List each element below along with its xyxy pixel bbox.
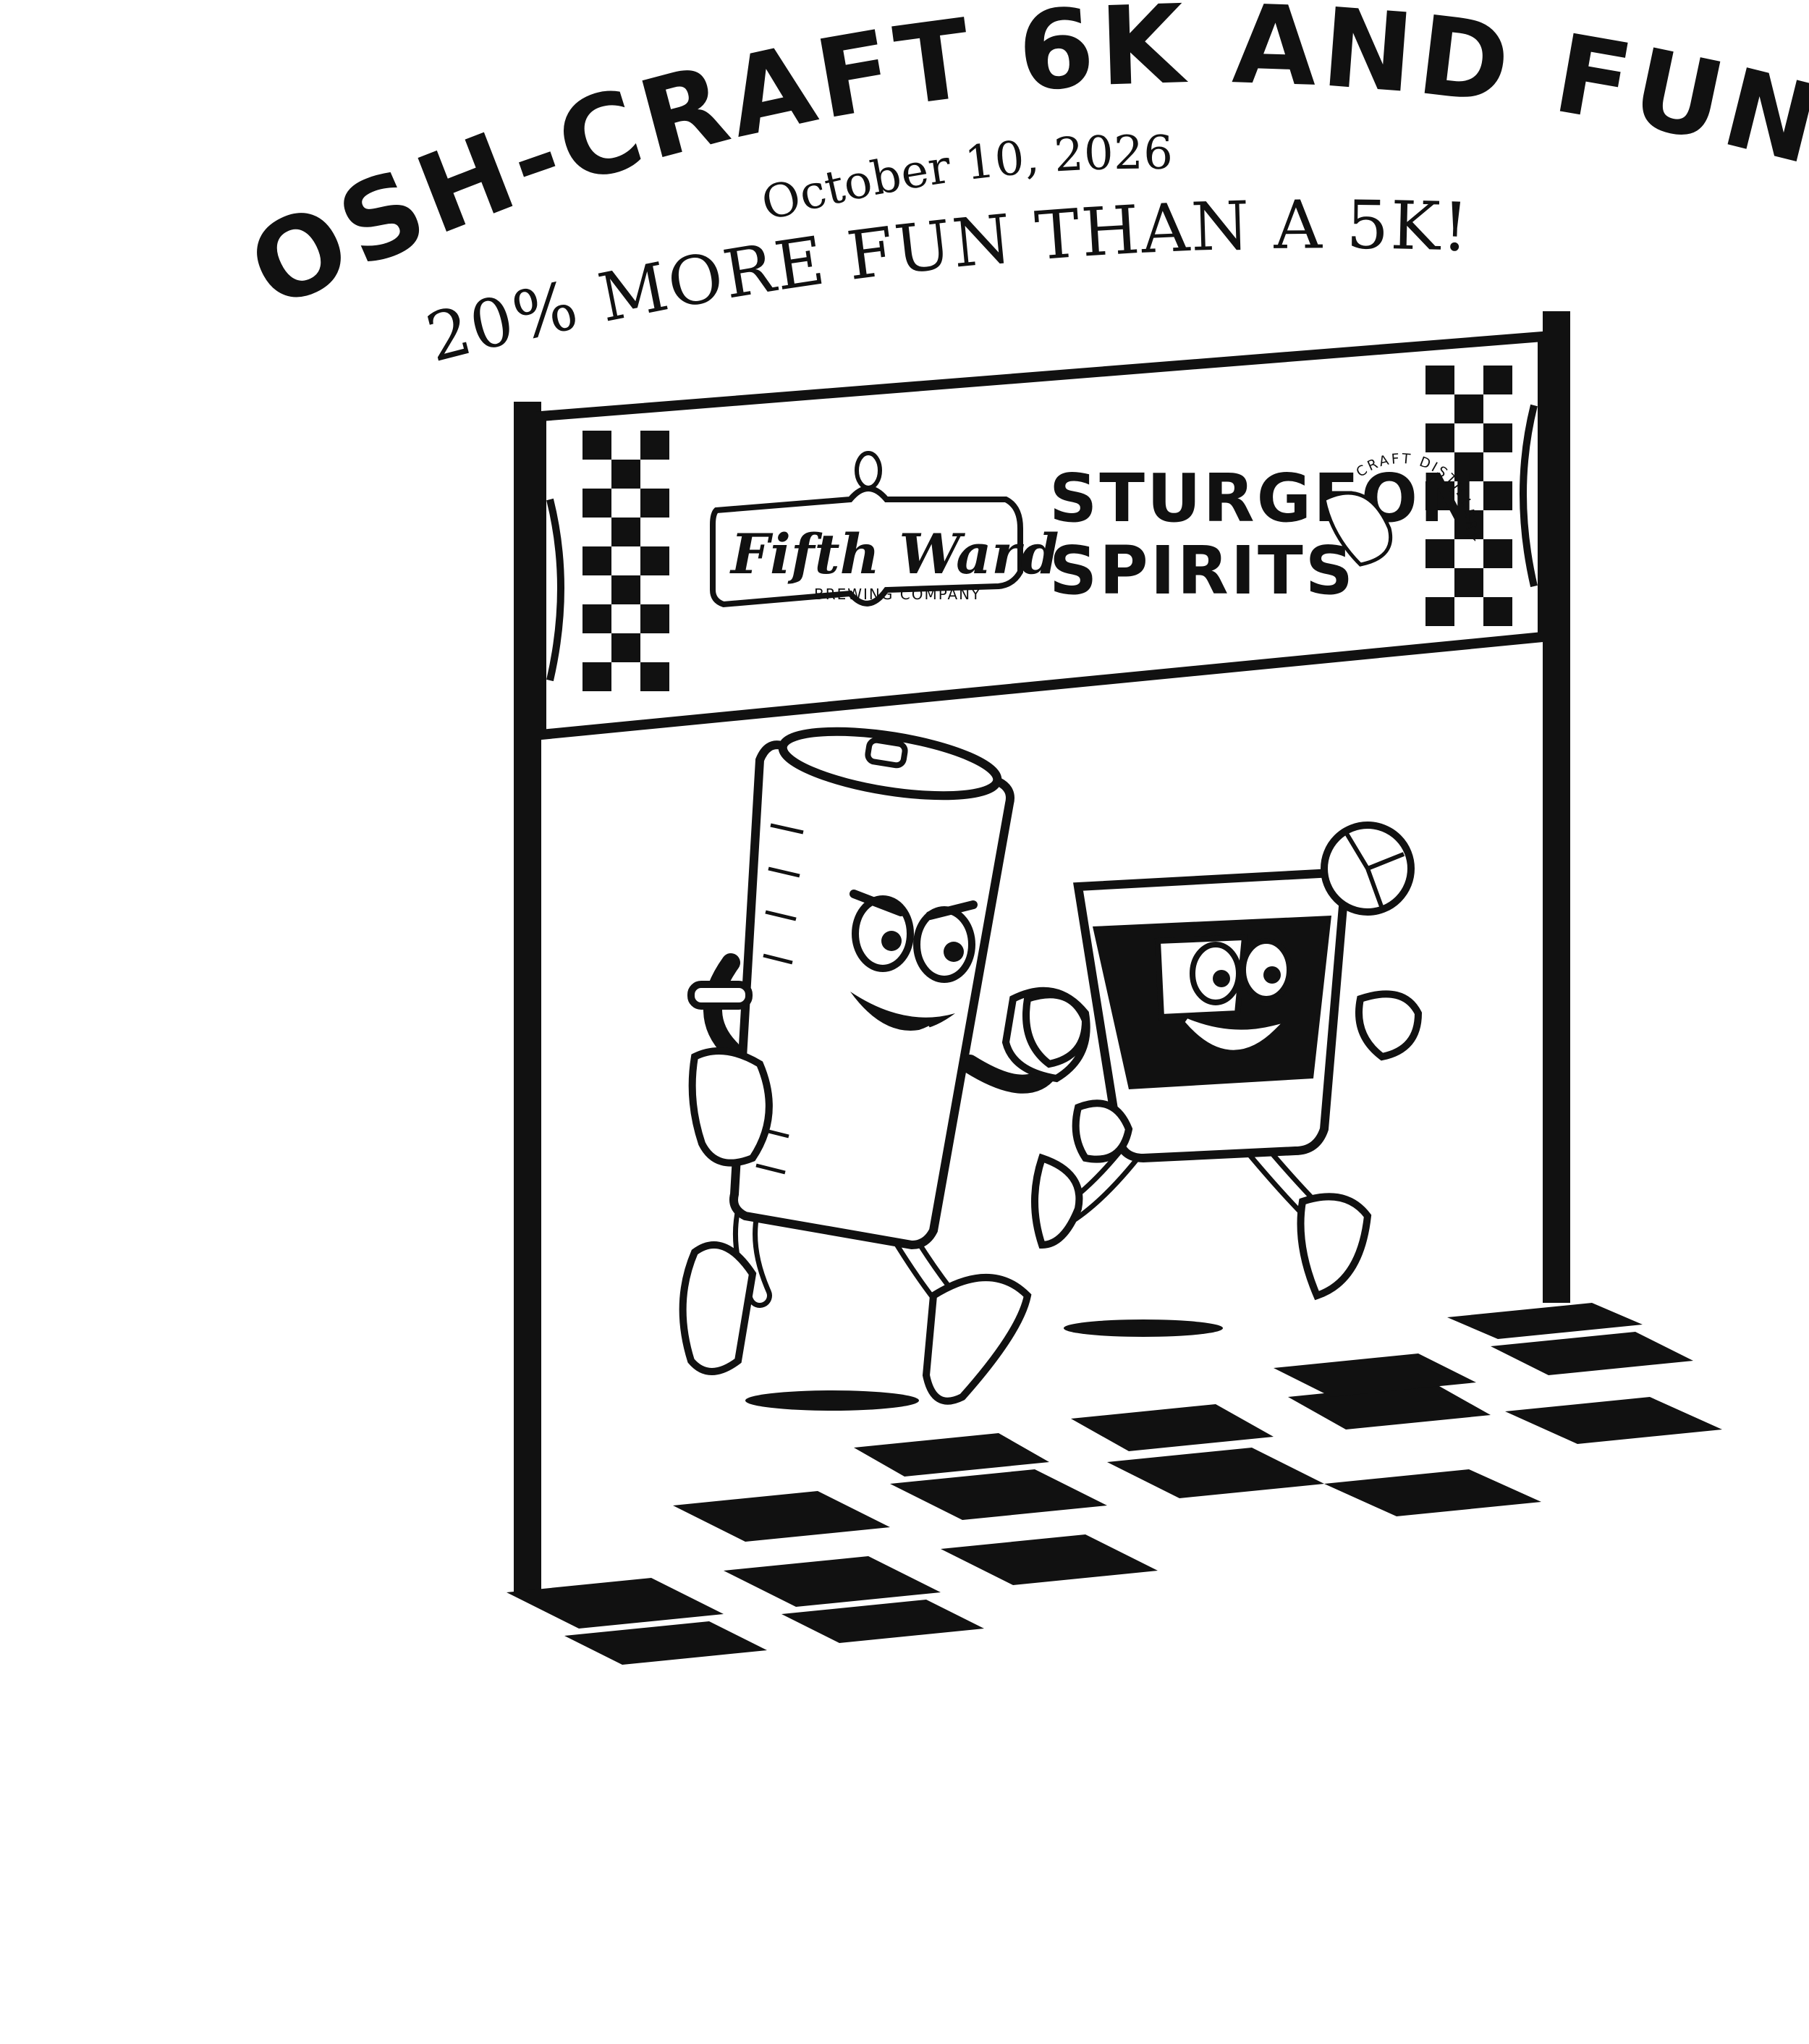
sturgeon-spirits-logo: STURGEON SPIRITS CRAFT DISTILLERY (1049, 451, 1478, 609)
finish-line-arch (514, 311, 1570, 1592)
sturgeon-line1: STURGEON (1049, 460, 1478, 537)
fifth-ward-logo: Fifth Ward BREWING COMPANY (710, 451, 1059, 608)
hop-icon (855, 451, 882, 490)
beer-shoe-right (922, 1274, 1032, 1405)
event-tagline-text: 20% MORE FUN THAN A 5K! (419, 186, 1470, 377)
beer-mouth (850, 992, 955, 1031)
fifth-ward-subtitle: BREWING COMPANY (814, 586, 981, 603)
checkered-flag-right (1425, 366, 1512, 626)
glass-mouth (1185, 1018, 1281, 1050)
sturgeon-fish-icon (1322, 491, 1393, 567)
beer-glove-left (688, 1047, 773, 1167)
beer-eye-left (852, 895, 914, 972)
beer-shoe-left (679, 1241, 757, 1375)
finish-banner (536, 331, 1548, 740)
glass-glove-left (1022, 991, 1090, 1068)
sturgeon-line2: SPIRITS (1049, 532, 1355, 609)
glass-shadow (1064, 1319, 1223, 1337)
pull-tab-icon (865, 737, 908, 769)
glass-shoe-left (1031, 1153, 1083, 1249)
cocktail-glass-mascot (1022, 822, 1423, 1301)
glass-shoe-right (1297, 1193, 1372, 1301)
event-tagline: 20% MORE FUN THAN A 5K! (419, 186, 1471, 377)
fifth-ward-name: Fifth Ward (729, 522, 1059, 586)
beer-shadow (745, 1390, 919, 1411)
beer-can-body (729, 740, 1014, 1250)
beer-eye-right (913, 906, 975, 983)
beer-can-mascot (679, 727, 1090, 1405)
glass-glove-right (1355, 990, 1423, 1061)
checkered-flag-left (582, 431, 669, 691)
checkered-finish-ground (507, 1303, 1722, 1665)
